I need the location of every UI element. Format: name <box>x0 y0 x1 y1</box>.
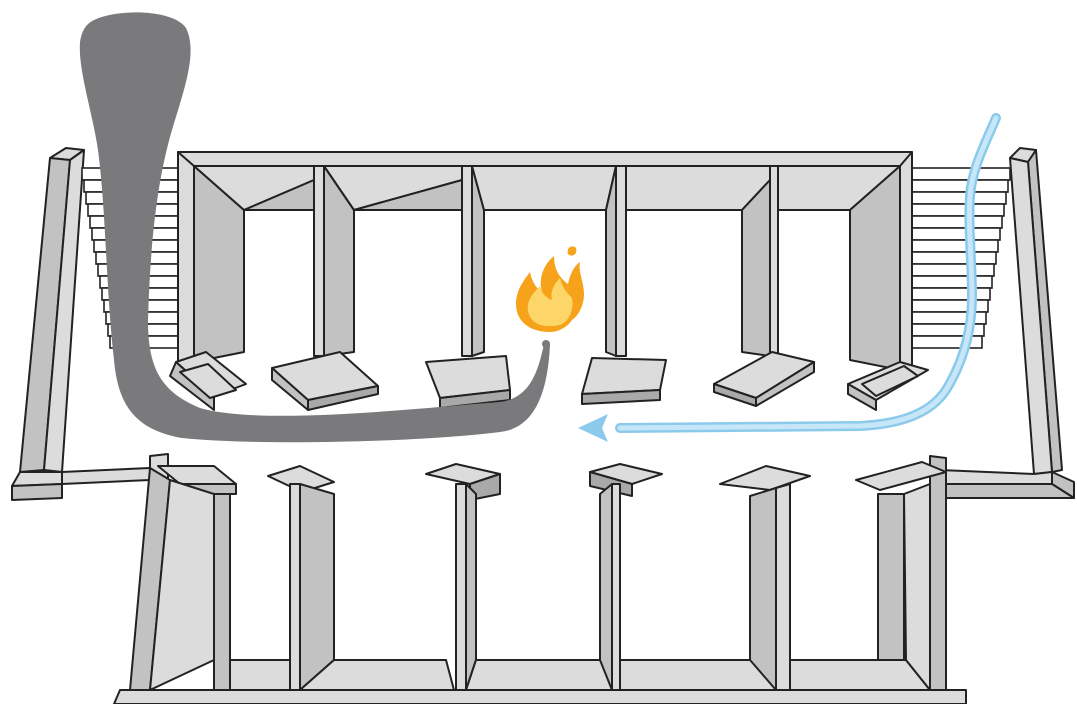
stairwell-right <box>912 168 1010 348</box>
fire-icon <box>516 246 584 332</box>
lower-rooms <box>130 462 946 690</box>
fresh-air-arrowhead <box>578 414 608 442</box>
upper-wall-caps <box>170 352 928 410</box>
